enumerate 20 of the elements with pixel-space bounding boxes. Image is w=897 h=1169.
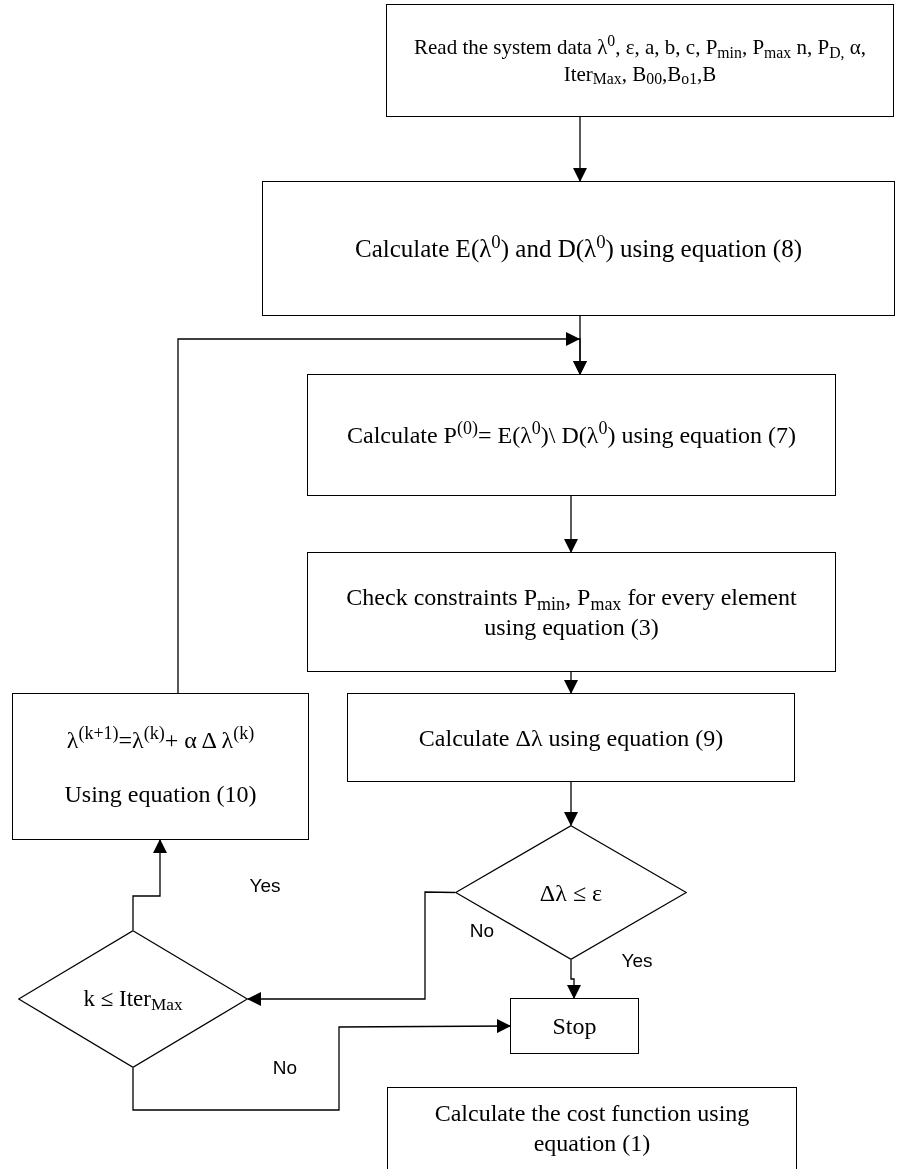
node-text: Stop — [552, 1012, 597, 1041]
node-text: Δλ ≤ ε — [539, 878, 603, 908]
process-box — [386, 4, 894, 117]
process-box — [307, 552, 836, 672]
node-text: Calculate P$^{(0)}$= E(λ$^{0}$)\ D(λ$^{0}$) using equation (7) — [347, 420, 797, 450]
process-box — [510, 998, 639, 1054]
node-text: Calculate Δλ using equation (9) — [418, 723, 724, 753]
decision-diamond — [18, 930, 248, 1068]
node-text: Using equation (10) — [64, 779, 257, 809]
process-box — [262, 181, 895, 316]
node-text: Check constraints P$_{min}$, P$_{max}$ for every element using equation (3) — [345, 583, 798, 642]
node-text: k ≤ Iter$_{Max}$ — [83, 984, 183, 1014]
process-box — [12, 693, 309, 840]
process-box — [347, 693, 795, 782]
node-text: Read the system data λ$^{0}$, ε, a, b, c, P$_{min}$, P$_{max}$ n, P$_{D,}$ α, Iter$_{Max}$, B$_{00}$,B$_{o1}$,B — [413, 34, 867, 87]
node-text: Calculate the cost function using equation (1) — [433, 1099, 751, 1158]
process-box — [387, 1087, 797, 1169]
process-box — [307, 374, 836, 496]
node-text: Calculate E(λ$^{0}$) and D(λ$^{0}$) using equation (8) — [354, 232, 802, 265]
node-text: λ$^{(k+1)}$=λ$^{(k)}$+ α Δ λ$^{(k)}$ — [66, 724, 255, 755]
